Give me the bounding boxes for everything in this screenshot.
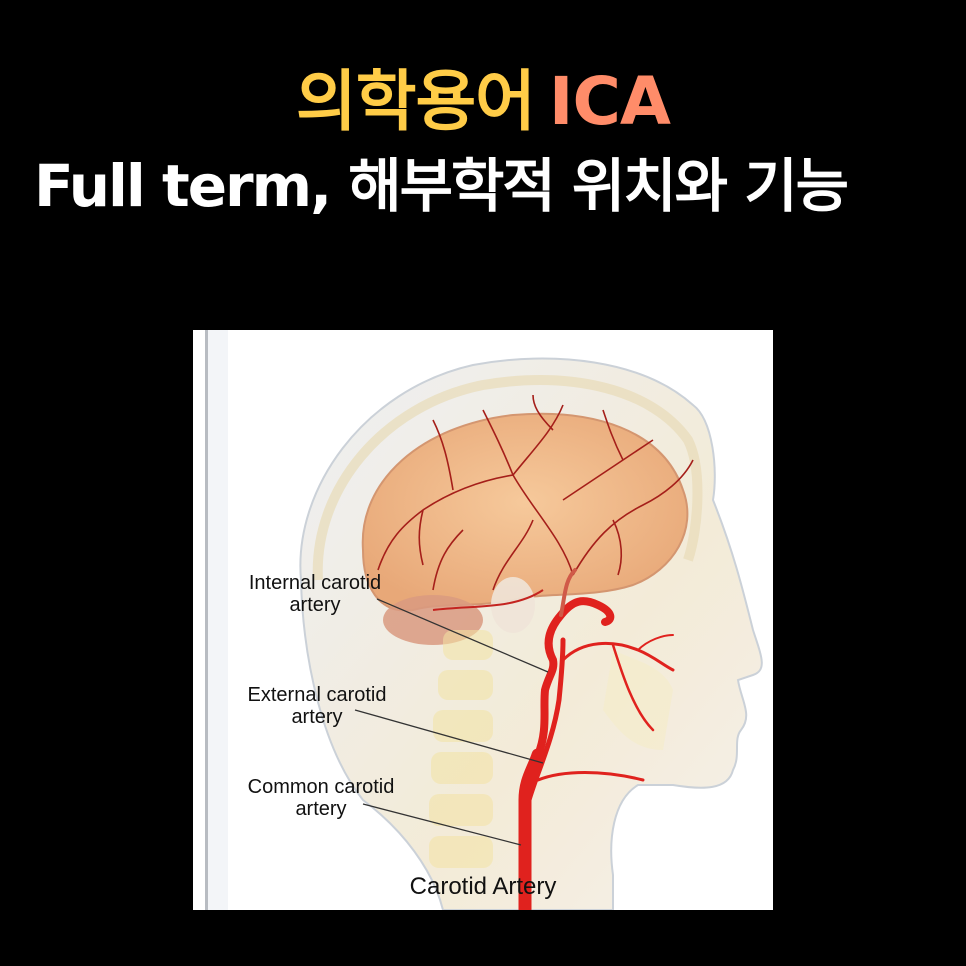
carotid-artery-figure: Internal carotid artery External carotid… <box>193 330 773 910</box>
title-abbreviation: ICA <box>548 63 671 140</box>
common-carotid-artery <box>518 748 545 910</box>
label-leader-lines <box>354 598 549 846</box>
cervical-spine <box>429 630 493 868</box>
label-line: artery <box>295 798 347 820</box>
label-external-carotid-artery: External carotid artery <box>237 684 397 728</box>
label-line: Common carotid <box>247 776 395 798</box>
carotid-arteries <box>518 568 675 910</box>
page-subtitle: Full term, 해부학적 위치와 기능 <box>34 152 849 220</box>
label-line: artery <box>289 594 341 616</box>
label-common-carotid-artery: Common carotid artery <box>235 776 407 820</box>
label-line: Internal carotid <box>248 572 382 594</box>
label-line: External carotid <box>247 684 387 706</box>
label-line: artery <box>291 706 343 728</box>
title-keyword: 의학용어 <box>296 63 536 140</box>
internal-carotid-artery <box>534 597 615 759</box>
head-anatomy-illustration <box>299 357 763 910</box>
cerebral-arteries <box>377 394 694 591</box>
label-internal-carotid-artery: Internal carotid artery <box>237 572 393 616</box>
figure-caption: Carotid Artery <box>409 873 557 900</box>
figure-margin <box>208 330 228 910</box>
figure-border-line <box>205 330 208 910</box>
